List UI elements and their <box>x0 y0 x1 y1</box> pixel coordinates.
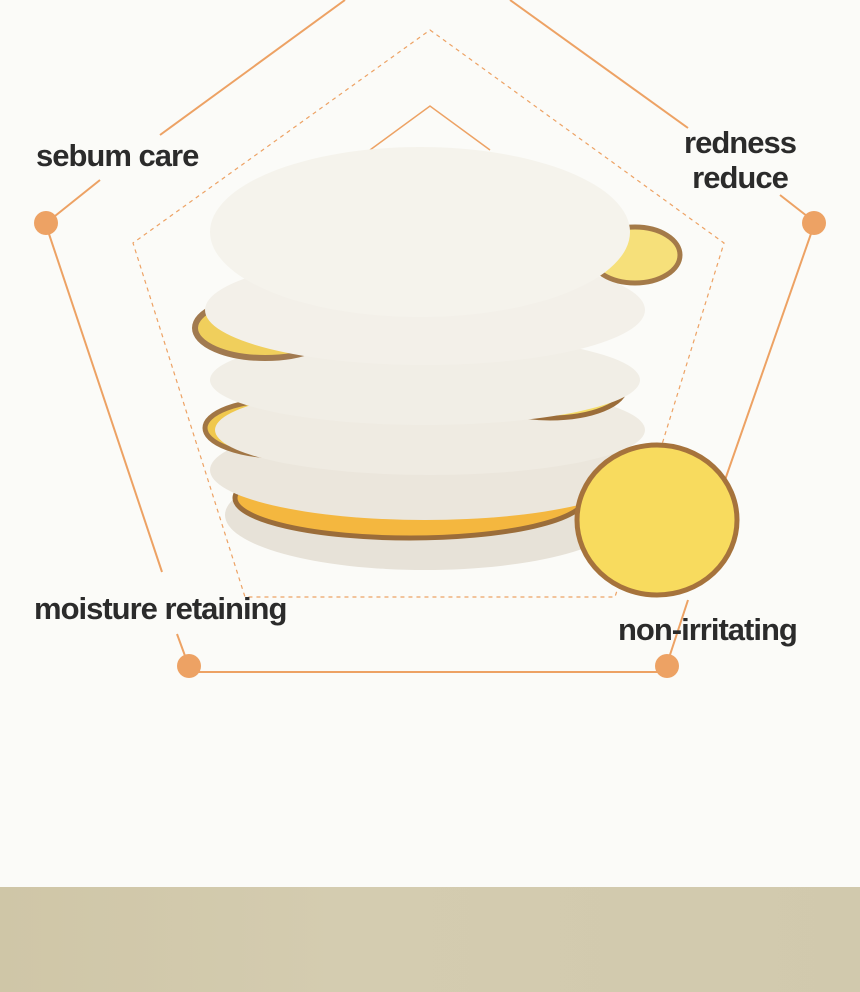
outer-edge <box>717 227 814 501</box>
ginger-stack-photo <box>192 147 740 598</box>
label-redness-reduce: redness reduce <box>670 125 810 195</box>
bottom-section-band <box>0 887 860 992</box>
label-redness-line2: reduce <box>692 160 789 195</box>
vertex-dot <box>34 211 58 235</box>
outer-edge <box>666 599 689 665</box>
vertex-dot <box>802 211 826 235</box>
label-moisture-retaining: moisture retaining <box>34 591 287 626</box>
vertex-dot <box>177 654 201 678</box>
vertex-dot <box>655 654 679 678</box>
outer-edge <box>46 227 163 573</box>
outer-edge <box>509 0 689 129</box>
label-sebum-care: sebum care <box>36 138 199 173</box>
outer-edge <box>49 179 101 221</box>
outer-edge <box>159 0 346 136</box>
label-non-irritating: non-irritating <box>618 612 798 647</box>
inner-pentagon <box>369 105 491 151</box>
label-redness-line1: redness <box>684 125 797 160</box>
